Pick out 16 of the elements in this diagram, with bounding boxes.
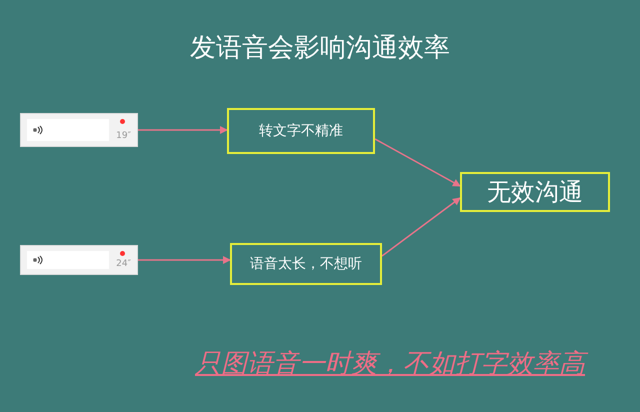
process-box bbox=[227, 108, 375, 154]
voice-message-card bbox=[20, 245, 138, 275]
box-text: 无效沟通 bbox=[487, 177, 583, 208]
process-box bbox=[230, 243, 382, 285]
arrow bbox=[382, 197, 461, 257]
duration-text: 19″ bbox=[116, 131, 131, 141]
arrow bbox=[138, 126, 228, 134]
box-text: 转文字不精准 bbox=[259, 122, 343, 140]
duration-text: 24″ bbox=[116, 259, 131, 269]
title: 发语音会影响沟通效率 bbox=[189, 32, 451, 65]
process-box bbox=[460, 172, 610, 212]
box-text: 语音太长，不想听 bbox=[250, 255, 362, 273]
voice-message-card bbox=[20, 113, 138, 147]
arrow bbox=[138, 256, 231, 264]
note-text: 只图语音一时爽，不如打字效率高 bbox=[160, 346, 620, 381]
arrow bbox=[374, 138, 461, 187]
